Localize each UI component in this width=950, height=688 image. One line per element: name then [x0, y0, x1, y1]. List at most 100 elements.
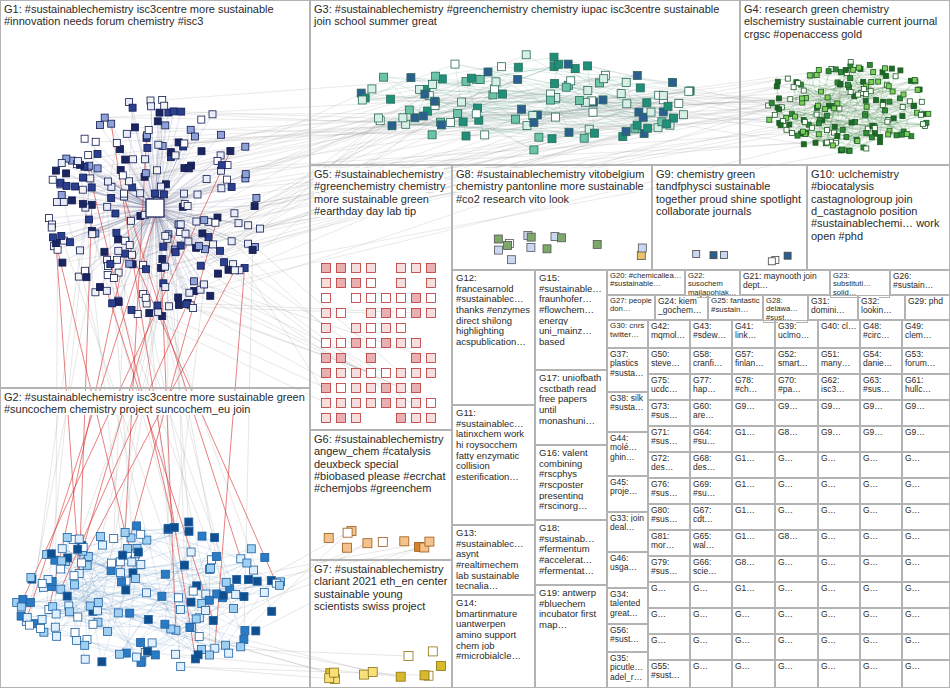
group-label: G62: isc3…	[821, 375, 845, 394]
group-label: G4: research green chemistry elschemistr…	[744, 3, 937, 40]
group-label: G1…	[735, 453, 755, 463]
network-edge	[199, 637, 401, 677]
vertex-icon	[96, 284, 103, 291]
group-box: G72: des…	[648, 452, 690, 478]
group-label: G11: #sustainablec… latinxchem work hi r…	[456, 407, 524, 482]
vertex-icon	[411, 114, 419, 122]
network-edge	[158, 312, 326, 388]
vertex-icon	[78, 559, 86, 567]
vertex-icon	[337, 354, 346, 363]
vertex-icon	[863, 113, 868, 118]
network-edge	[841, 81, 916, 150]
vertex-icon	[397, 279, 406, 288]
vertex-icon	[894, 133, 899, 138]
vertex-icon	[113, 256, 120, 263]
vertex-icon	[178, 108, 185, 115]
vertex-icon	[261, 553, 269, 561]
vertex-icon	[322, 369, 331, 378]
group-label: G…	[905, 505, 920, 515]
vertex-icon	[799, 96, 804, 101]
vertex-icon	[664, 102, 672, 110]
vertex-icon	[767, 117, 772, 122]
group-box: G39: uclmo…	[775, 320, 818, 348]
vertex-icon	[194, 191, 201, 198]
vertex-icon	[337, 279, 346, 288]
vertex-icon	[427, 354, 436, 363]
group-box: G…	[860, 556, 902, 582]
vertex-icon	[146, 310, 153, 317]
vertex-icon	[58, 545, 66, 553]
network-edge	[114, 108, 133, 539]
group-label: G8…	[735, 557, 755, 567]
vertex-icon	[639, 113, 647, 121]
network-edge	[162, 106, 668, 259]
vertex-icon	[175, 594, 183, 602]
vertex-icon	[337, 414, 346, 423]
group-label: G…	[735, 609, 750, 619]
vertex-icon	[137, 190, 144, 197]
group-label: G21: maynooth join dept…	[743, 271, 817, 290]
group-box: G52: smart…	[775, 348, 818, 374]
network-edge	[52, 208, 155, 228]
network-edge	[201, 128, 875, 290]
group-box: G4: research green chemistry elschemistr…	[740, 0, 950, 165]
vertex-icon	[260, 589, 268, 597]
vertex-icon	[382, 369, 391, 378]
vertex-icon	[367, 309, 376, 318]
group-box: G…	[648, 582, 690, 608]
vertex-icon	[81, 135, 88, 142]
group-box: G42: mqmol…	[648, 320, 690, 348]
vertex-icon	[548, 135, 556, 143]
vertex-icon	[121, 528, 129, 536]
network-edge	[569, 107, 903, 132]
group-label: G29: phd	[908, 296, 943, 306]
vertex-icon	[322, 354, 331, 363]
vertex-icon	[669, 78, 677, 86]
vertex-icon	[405, 106, 413, 114]
group-label: G5: #sustainablechemistry #greenchemistr…	[314, 168, 445, 217]
vertex-icon	[883, 108, 888, 113]
group-box: G…	[690, 608, 732, 634]
network-edge	[80, 165, 123, 555]
vertex-icon	[322, 384, 331, 393]
group-box: G…	[775, 634, 818, 660]
network-edge	[62, 123, 851, 263]
network-edge	[851, 62, 929, 114]
network-edge	[69, 565, 141, 606]
group-box: G…	[902, 634, 950, 660]
group-label: G77: hap…	[693, 375, 716, 394]
vertex-icon	[887, 99, 892, 104]
network-edge	[117, 143, 155, 208]
vertex-icon	[222, 578, 230, 586]
vertex-icon	[837, 106, 842, 111]
group-box: G8: #sustainablechemistry vitobelgium ch…	[452, 165, 652, 270]
group-label: G37: plastics #susta…	[610, 349, 644, 378]
group-label: G9…	[778, 401, 798, 411]
vertex-icon	[429, 80, 437, 88]
network-edge	[436, 57, 554, 76]
group-label: G80: #sus…	[651, 505, 677, 524]
network-edge	[202, 536, 276, 583]
network-edge	[662, 122, 843, 150]
group-box: G60: are…	[690, 400, 732, 426]
network-edge	[87, 552, 191, 639]
network-edge	[137, 526, 241, 559]
vertex-icon	[530, 146, 538, 154]
vertex-icon	[107, 261, 114, 268]
vertex-icon	[337, 309, 346, 318]
group-box: G…	[648, 608, 690, 634]
vertex-icon	[88, 184, 95, 191]
group-label: G…	[651, 635, 666, 645]
vertex-icon	[814, 72, 819, 77]
vertex-icon	[322, 399, 331, 408]
vertex-icon	[623, 100, 631, 108]
network-edge	[44, 562, 132, 632]
group-label: G25: fantastic #sustain…	[711, 296, 760, 314]
vertex-icon	[367, 369, 376, 378]
network-edge	[518, 79, 551, 94]
network-edge	[831, 114, 928, 142]
vertex-icon	[185, 518, 193, 526]
network-edge	[62, 79, 604, 163]
vertex-icon	[874, 98, 879, 103]
